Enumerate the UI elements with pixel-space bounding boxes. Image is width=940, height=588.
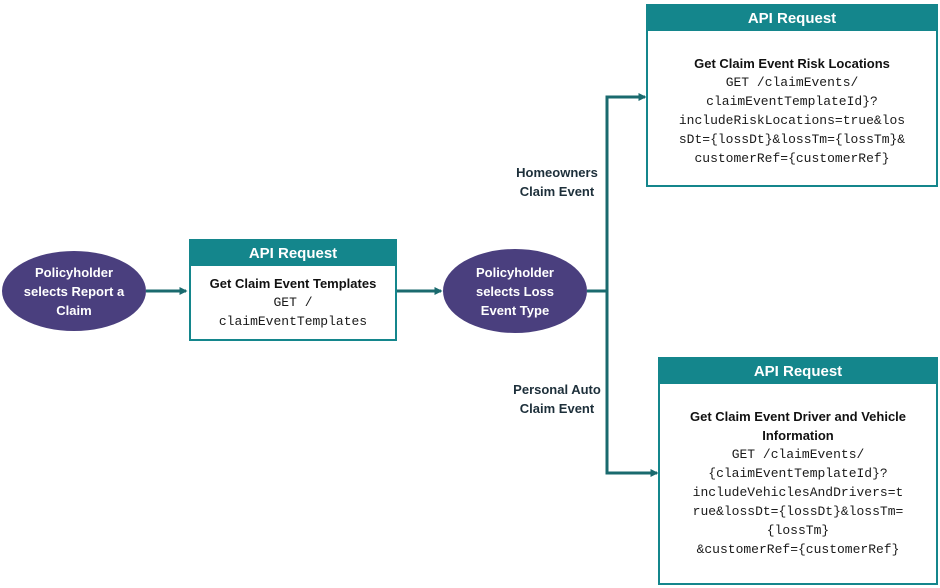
driver-vehicle-request-box: API Request Get Claim Event Driver and V… [658, 357, 938, 585]
driver-vehicle-request-header: API Request [660, 359, 936, 384]
arrow-trunk-to-driver-request [605, 291, 659, 477]
decision-node-label: Policyholder selects Loss Event Type [475, 264, 555, 318]
risk-locations-request-header: API Request [648, 6, 936, 31]
templates-request-code: GET / claimEventTemplates [218, 295, 368, 329]
start-node-label: Policyholder selects Report a Claim [23, 264, 125, 318]
templates-request-header: API Request [191, 241, 395, 266]
driver-vehicle-request-code: GET /claimEvents/ {claimEventTemplateId}… [692, 447, 904, 557]
risk-locations-request-code: GET /claimEvents/ claimEventTemplateId}?… [678, 75, 906, 166]
templates-request-box: API Request Get Claim Event Templates GE… [189, 239, 397, 341]
decision-node: Policyholder selects Loss Event Type [443, 249, 587, 333]
start-node: Policyholder selects Report a Claim [2, 251, 146, 331]
branch-label-homeowners: Homeowners Claim Event [516, 165, 598, 199]
driver-vehicle-request-title: Get Claim Event Driver and Vehicle Infor… [689, 409, 907, 443]
templates-request-title: Get Claim Event Templates [209, 276, 377, 291]
risk-locations-request-box: API Request Get Claim Event Risk Locatio… [646, 4, 938, 187]
branch-label-personal-auto: Personal Auto Claim Event [513, 382, 601, 416]
arrow-trunk-to-risk-request [605, 93, 647, 291]
risk-locations-request-title: Get Claim Event Risk Locations [694, 56, 890, 71]
